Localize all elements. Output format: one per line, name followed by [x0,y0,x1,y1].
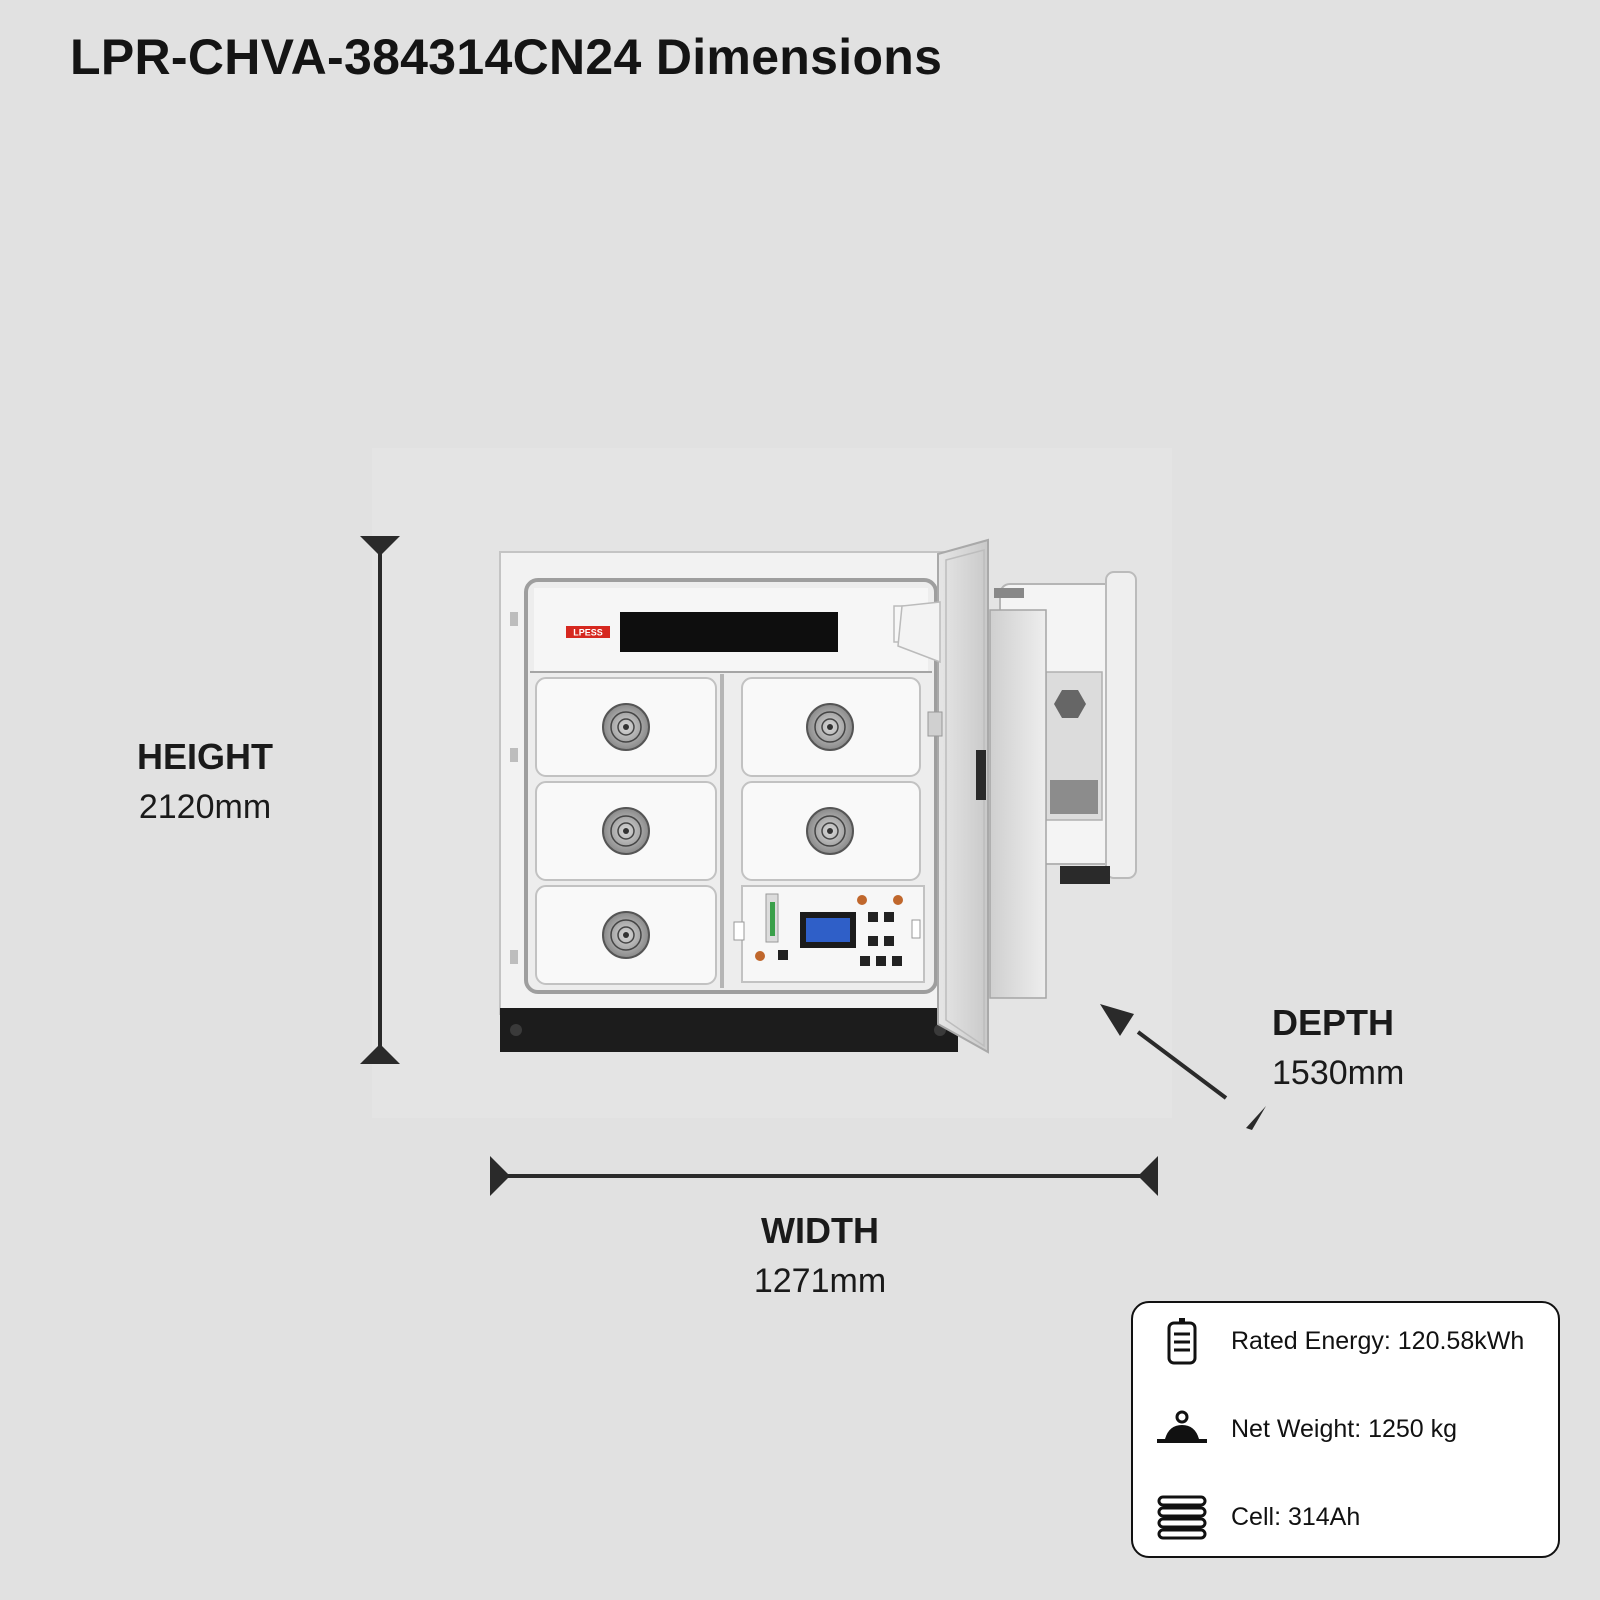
height-label: HEIGHT [136,736,273,777]
height-arrow [360,536,400,1064]
width-label: WIDTH [761,1210,879,1251]
battery-icon [1167,1318,1197,1365]
spec-row-energy: Rated Energy: 120.58kWh [1133,1311,1558,1371]
brand-logo: LPESS [566,626,610,638]
spec-row-cell: Cell: 314Ah [1133,1487,1558,1547]
battery-module-4 [741,781,921,881]
height-dimension: HEIGHT 2120mm [100,736,310,827]
svg-text:LPESS: LPESS [573,628,603,638]
depth-value: 1530mm [1272,1054,1405,1092]
battery-module-3 [535,781,717,881]
spec-row-weight: Net Weight: 1250 kg [1133,1399,1558,1459]
page-title: LPR-CHVA-384314CN24 Dimensions [70,29,943,85]
depth-label: DEPTH [1272,1002,1395,1043]
battery-module-1 [535,677,717,777]
width-dimension: WIDTH 1271mm [700,1210,940,1301]
cabinet-base [500,1008,958,1052]
control-panel [733,885,925,983]
spec-cell: Cell: 314Ah [1231,1502,1361,1531]
battery-module-5 [535,885,717,985]
weight-icon [1157,1410,1207,1443]
depth-dimension: DEPTH 1530mm [1272,1002,1404,1093]
cell-stack-icon [1157,1495,1207,1540]
depth-arrow [1100,1004,1266,1130]
width-value: 1271mm [753,1262,887,1300]
width-arrow [490,1156,1158,1196]
lcd-screen [806,918,850,942]
spec-weight: Net Weight: 1250 kg [1231,1414,1458,1443]
top-display-bar [620,612,838,652]
cabinet-door [893,538,1047,1054]
height-value: 2120mm [138,788,272,826]
spec-energy: Rated Energy: 120.58kWh [1231,1326,1525,1355]
battery-module-2 [741,677,921,777]
spec-card: Rated Energy: 120.58kWh Net Weight: 1250… [1131,1301,1560,1558]
